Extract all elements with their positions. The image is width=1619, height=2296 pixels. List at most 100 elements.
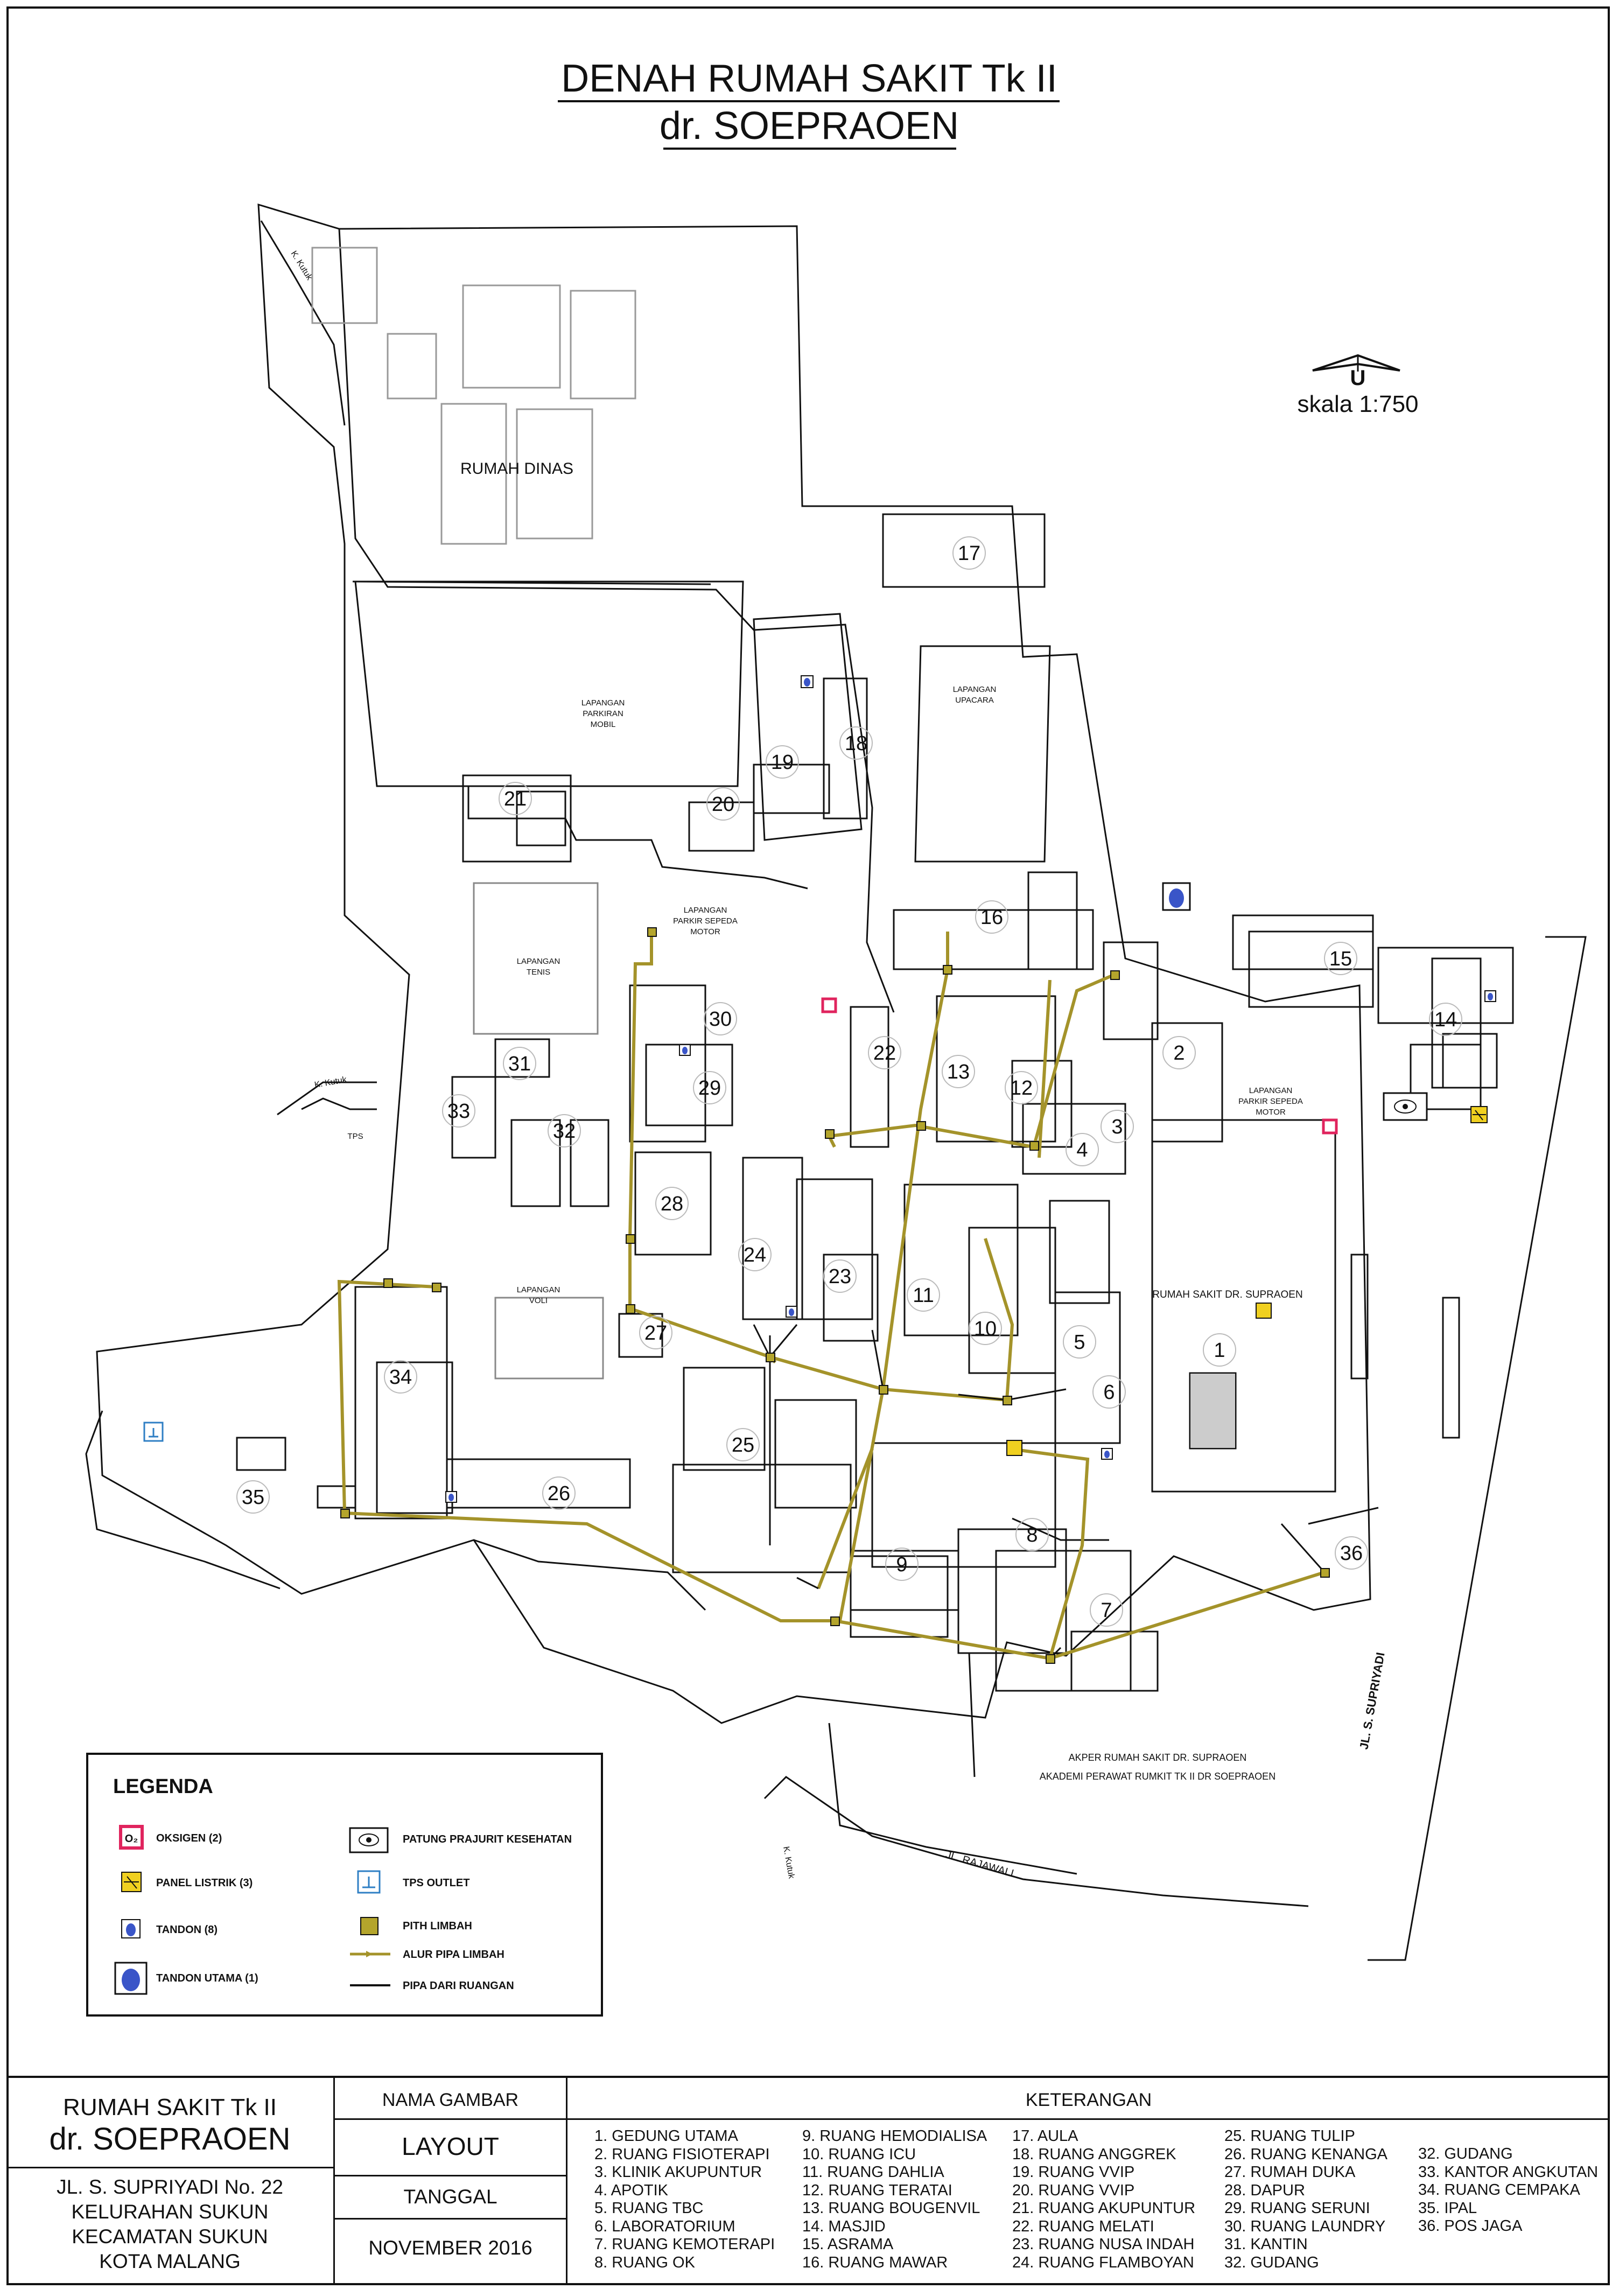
building-marker-circle-16 <box>975 900 1008 934</box>
legend-statue-label: PATUNG PRAJURIT KESEHATAN <box>403 1833 572 1845</box>
building-number-12: 12 <box>1010 1077 1033 1100</box>
legend-box: LEGENDA O₂ OKSIGEN (2) PANEL LISTRIK (3)… <box>86 1753 603 2017</box>
building-number-35: 35 <box>242 1486 264 1509</box>
building-marker-circle-22 <box>868 1036 901 1069</box>
building-number-14: 14 <box>1434 1009 1457 1031</box>
building-number-25: 25 <box>732 1434 754 1457</box>
panel-listrik-icon-3 <box>1256 1303 1272 1319</box>
building-marker-circle-26 <box>542 1476 576 1510</box>
building-number-7: 7 <box>1101 1599 1112 1622</box>
tandon-icon-3 <box>445 1491 457 1503</box>
legend-pit-icon <box>360 1917 379 1935</box>
legend-statue-icon <box>349 1827 389 1853</box>
keterangan-item: 16. RUANG MAWAR <box>802 2253 948 2271</box>
north-arrow-icon <box>1312 354 1400 372</box>
keterangan-item: 7. RUANG KEMOTERAPI <box>594 2236 775 2253</box>
keterangan-item: 36. POS JAGA <box>1418 2217 1523 2235</box>
tandon-icon-5 <box>786 1306 797 1318</box>
building-number-32: 32 <box>553 1120 576 1143</box>
building-marker-circle-36 <box>1335 1536 1368 1570</box>
building-marker-circle-17 <box>952 536 986 570</box>
tb-addr-line2: KELURAHAN SUKUN <box>71 2201 269 2223</box>
building-marker-circle-14 <box>1429 1003 1462 1036</box>
building-number-34: 34 <box>389 1366 412 1389</box>
building-marker-circle-15 <box>1324 942 1357 975</box>
keterangan-item: 12. RUANG TERATAI <box>802 2181 952 2199</box>
label-rumah-dinas: RUMAH DINAS <box>460 460 573 478</box>
legend-oxygen-icon <box>119 1825 144 1850</box>
oxygen-icon <box>821 997 837 1013</box>
building-marker-circle-3 <box>1101 1110 1134 1143</box>
building-number-28: 28 <box>661 1193 683 1215</box>
building-marker-circle-24 <box>738 1238 772 1271</box>
panel-listrik-icon <box>1470 1106 1488 1123</box>
building-number-6: 6 <box>1103 1381 1115 1404</box>
keterangan-item: 28. DAPUR <box>1224 2181 1305 2199</box>
main-building-courtyard <box>1189 1373 1236 1449</box>
map-title-line1: DENAH RUMAH SAKIT Tk II <box>561 57 1057 100</box>
label-tps: TPS <box>347 1132 363 1141</box>
rumah-dinas-buildings <box>311 247 636 545</box>
river-kutuk <box>85 220 377 1590</box>
tandon-icon-2 <box>679 1044 691 1056</box>
building-marker-circle-32 <box>548 1114 581 1147</box>
building-number-33: 33 <box>447 1100 470 1123</box>
legend-waste-pipe-label: ALUR PIPA LIMBAH <box>403 1949 504 1961</box>
title-block-drawing: NAMA GAMBAR LAYOUT TANGGAL NOVEMBER 2016 <box>335 2078 567 2285</box>
keterangan-item: 3. KLINIK AKUPUNTUR <box>594 2164 762 2181</box>
tb-drawing-divider-1 <box>335 2118 566 2120</box>
building-number-2: 2 <box>1173 1042 1185 1065</box>
building-number-8: 8 <box>1026 1524 1038 1546</box>
building-number-26: 26 <box>548 1482 570 1505</box>
building-marker-circle-12 <box>1005 1071 1038 1104</box>
label-parkir-motor-3: MOTOR <box>690 927 720 936</box>
keterangan-item: 32. GUDANG <box>1418 2145 1513 2162</box>
road-rajawali <box>763 1653 1309 1907</box>
keterangan-item: 1. GEDUNG UTAMA <box>594 2127 738 2145</box>
label-jl-rajawali: JL. RAJAWALI <box>944 1849 1015 1880</box>
tb-tanggal-label: TANGGAL <box>403 2186 497 2208</box>
keterangan-item: 15. ASRAMA <box>802 2236 894 2253</box>
building-marker-circle-2 <box>1162 1036 1196 1069</box>
legend-panel-icon <box>121 1872 142 1892</box>
title-block-org: RUMAH SAKIT Tk II dr. SOEPRAOEN JL. S. S… <box>6 2078 335 2285</box>
keterangan-item: 2. RUANG FISIOTERAPI <box>594 2145 770 2163</box>
waste-pits <box>340 927 1330 1664</box>
keterangan-item: 4. APOTIK <box>594 2181 668 2199</box>
legend-oxygen-label: OKSIGEN (2) <box>156 1832 222 1844</box>
label-voli-1: LAPANGAN <box>517 1285 560 1294</box>
tandon-icon-4 <box>1101 1448 1113 1460</box>
building-marker-circle-6 <box>1092 1375 1126 1409</box>
building-marker-circle-19 <box>766 745 799 779</box>
building-number-18: 18 <box>845 732 867 755</box>
tb-nama-gambar: LAYOUT <box>402 2132 499 2160</box>
keterangan-item: 24. RUANG FLAMBOYAN <box>1012 2253 1194 2271</box>
legend-tps-outlet-icon <box>357 1870 381 1894</box>
building-number-23: 23 <box>829 1265 851 1288</box>
label-parkir-motor-east-1: LAPANGAN <box>1249 1086 1293 1095</box>
label-parkir-motor-2: PARKIR SEPEDA <box>673 916 738 926</box>
keterangan-item: 35. IPAL <box>1418 2199 1477 2217</box>
keterangan-item: 20. RUANG VVIP <box>1012 2181 1135 2199</box>
building-marker-circle-25 <box>726 1428 760 1461</box>
tb-keterangan-label: KETERANGAN <box>1025 2090 1152 2110</box>
building-number-9: 9 <box>896 1553 907 1576</box>
legend-panel-label: PANEL LISTRIK (3) <box>156 1877 253 1889</box>
tb-drawing-divider-2 <box>335 2175 566 2176</box>
building-number-17: 17 <box>958 542 980 565</box>
label-akper-2: AKADEMI PERAWAT RUMKIT TK II DR SOEPRAOE… <box>1040 1771 1275 1782</box>
keterangan-item: 32. GUDANG <box>1224 2253 1319 2271</box>
building-marker-circle-11 <box>907 1278 940 1312</box>
label-voli-2: VOLI <box>529 1296 548 1305</box>
tb-addr-line3: KECAMATAN SUKUN <box>72 2225 268 2248</box>
building-marker-circle-33 <box>442 1094 475 1128</box>
building-marker-circle-18 <box>839 726 873 760</box>
legend-title: LEGENDA <box>113 1775 213 1798</box>
building-number-5: 5 <box>1074 1331 1085 1354</box>
keterangan-item: 11. RUANG DAHLIA <box>802 2164 944 2181</box>
tandon-icon <box>801 675 814 688</box>
